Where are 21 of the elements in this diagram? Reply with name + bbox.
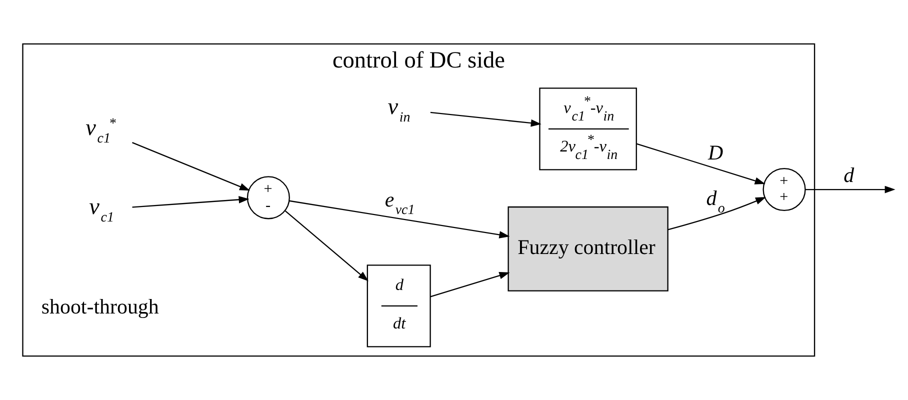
node-circle: + + — [762, 168, 806, 212]
node-text: v$_{in}$ — [388, 94, 410, 126]
arrow — [430, 272, 510, 298]
node-box: Fuzzy controller — [508, 206, 668, 292]
node-box: d dt — [366, 264, 431, 348]
edge-label: e$_{vc1}$ — [384, 187, 415, 218]
label: shoot-through — [41, 294, 159, 318]
edge-label: d$_{o}$ — [706, 186, 725, 217]
node-box: v$_{c1}$$^{*}$-v$_{in}$ 2v$_{c1}$$^{*}$-v$_{in}$ — [539, 88, 637, 170]
arrow — [805, 186, 896, 194]
arrow — [636, 143, 766, 184]
arrow — [668, 196, 766, 230]
arrow — [289, 200, 510, 238]
arrow — [284, 210, 369, 282]
arrow — [132, 196, 250, 208]
node-text: v$_{c1}$ — [89, 194, 114, 226]
edge-label: d — [844, 162, 854, 187]
node-circle: + - — [246, 176, 290, 220]
arrow — [132, 142, 250, 191]
edge-label: D — [708, 140, 724, 165]
arrow — [430, 112, 542, 127]
